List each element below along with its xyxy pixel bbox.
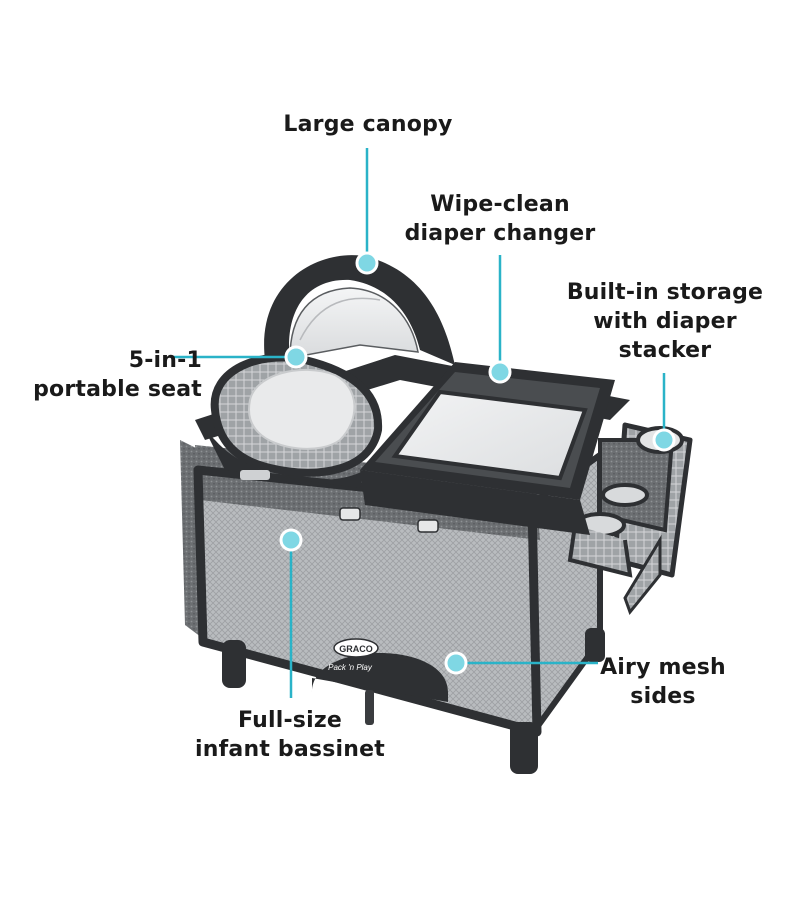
callout-canopy-line1: Large canopy [283, 112, 453, 137]
callout-mesh-line1: Airy mesh [600, 655, 726, 680]
callout-mesh: Airy mesh sides [588, 653, 738, 711]
brand-product: Pack 'n Play [328, 663, 373, 672]
callout-bassinet: Full-size infant bassinet [190, 706, 390, 764]
brand-logo: GRACO [339, 644, 373, 654]
callout-changer-line1: Wipe-clean [430, 192, 570, 217]
callout-lines [172, 148, 666, 698]
callout-seat-line2: portable seat [33, 377, 202, 402]
callout-canopy: Large canopy [268, 110, 468, 139]
callout-changer: Wipe-clean diaper changer [400, 190, 600, 248]
callout-seat: 5-in-1 portable seat [20, 346, 202, 404]
callout-dots [279, 251, 676, 675]
callout-mesh-line2: sides [630, 684, 696, 709]
callout-changer-line2: diaper changer [404, 221, 596, 246]
callout-storage-line1: Built-in storage [566, 280, 764, 305]
portable-seat [205, 255, 455, 488]
callout-bassinet-line2: infant bassinet [195, 737, 385, 762]
callout-storage: Built-in storage with diaper stacker [555, 278, 775, 365]
callout-seat-line1: 5-in-1 [128, 348, 202, 373]
callout-storage-line2: with diaper [593, 309, 737, 334]
storage-organizer [567, 422, 693, 616]
callout-bassinet-line1: Full-size [238, 708, 342, 733]
diaper-changer [360, 362, 615, 535]
callout-storage-line3: stacker [618, 338, 712, 363]
